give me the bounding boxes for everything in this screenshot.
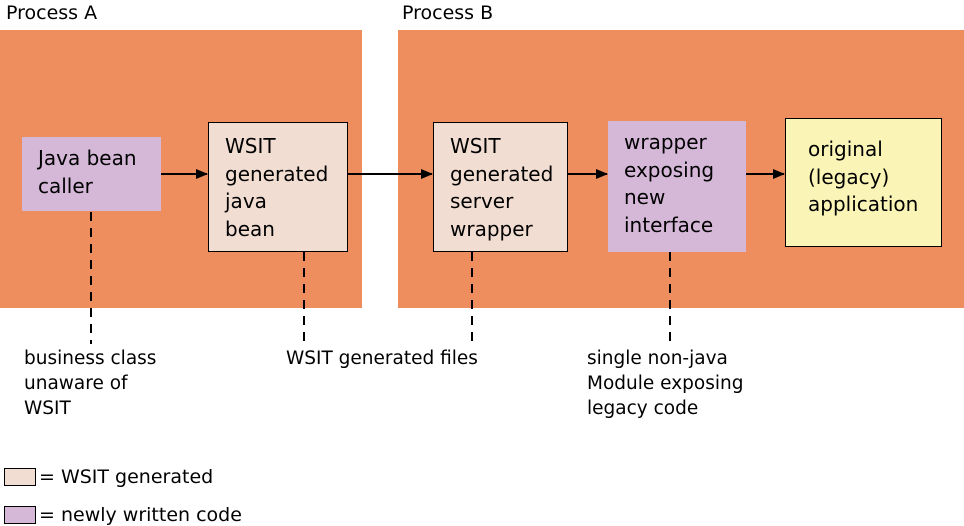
- wsit-generated-server-wrapper-label: WSIT generated server wrapper: [450, 134, 554, 241]
- legend-swatch-generated: [4, 468, 36, 486]
- note-non-java-module: single non-java Module exposing legacy c…: [587, 348, 744, 419]
- legend-wsit-generated: = WSIT generated: [4, 466, 213, 488]
- legend-label-new-code: = newly written code: [39, 504, 242, 526]
- legacy-application-label: original (legacy) application: [808, 137, 919, 216]
- note-business-class: business class unaware of WSIT: [24, 348, 157, 419]
- java-bean-caller-box: Java bean caller: [22, 137, 161, 211]
- java-bean-caller-label: Java bean caller: [38, 146, 137, 198]
- wrapper-exposing-interface-label: wrapper exposing new interface: [624, 130, 715, 237]
- wsit-generated-java-bean-label: WSIT generated java bean: [225, 134, 329, 241]
- legend-label-generated: = WSIT generated: [39, 466, 214, 488]
- legacy-application-box: original (legacy) application: [785, 118, 942, 247]
- wsit-generated-java-bean-box: WSIT generated java bean: [208, 122, 348, 252]
- wsit-generated-server-wrapper-box: WSIT generated server wrapper: [433, 122, 568, 252]
- process-a-title: Process A: [6, 2, 98, 24]
- wrapper-exposing-interface-box: wrapper exposing new interface: [608, 121, 746, 252]
- process-b-title: Process B: [402, 2, 494, 24]
- legend-swatch-new-code: [4, 506, 36, 524]
- note-wsit-generated-files: WSIT generated files: [286, 348, 478, 369]
- legend-newly-written: = newly written code: [4, 504, 242, 526]
